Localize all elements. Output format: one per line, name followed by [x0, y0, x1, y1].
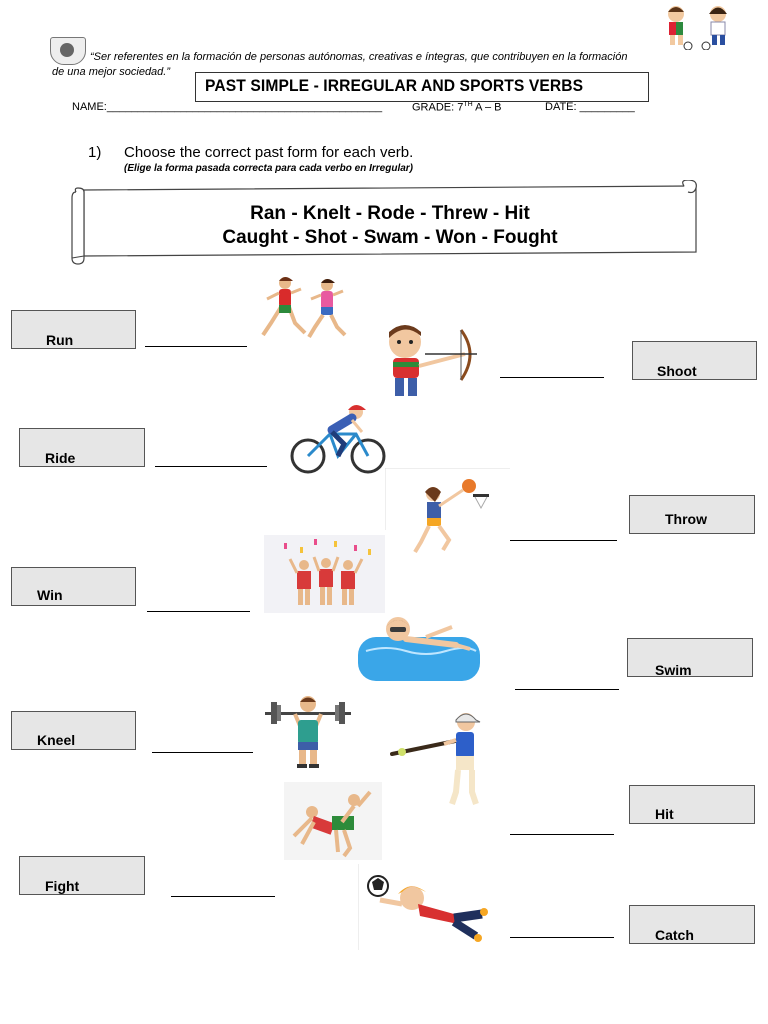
verb-box-shoot: Shoot: [632, 341, 757, 380]
exercise-number: 1): [88, 144, 102, 161]
winners-icon: [264, 535, 385, 613]
verb-box-ride: Ride: [19, 428, 145, 467]
answer-blank-run[interactable]: [145, 346, 247, 347]
answer-blank-fight[interactable]: [171, 896, 275, 897]
goalkeeper-icon: [358, 864, 488, 950]
exercise-instruction: Choose the correct past form for each ve…: [124, 144, 414, 161]
swimmer-icon: [358, 617, 480, 681]
title-box: [195, 72, 649, 102]
verb-box-swim: Swim: [627, 638, 753, 678]
answer-blank-ride[interactable]: [155, 466, 267, 467]
name-field: NAME:___________________________________…: [72, 101, 383, 113]
word-bank-scroll: [71, 180, 697, 265]
runners-icon: [261, 277, 347, 339]
verb-box-win: Win: [11, 567, 136, 606]
school-motto: “Ser referentes en la formación de perso…: [52, 51, 628, 78]
verb-box-fight: Fight: [19, 856, 145, 895]
word-bank-line-1: Ran - Knelt - Rode - Threw - Hit: [250, 203, 530, 224]
answer-blank-kneel[interactable]: [152, 752, 253, 753]
archer-icon: [389, 325, 477, 396]
verb-box-hit: Hit: [629, 785, 755, 824]
exercise-instruction-spanish: (Elige la forma pasada correcta para cad…: [124, 163, 414, 174]
worksheet-title: PAST SIMPLE - IRREGULAR AND SPORTS VERBS: [205, 76, 584, 95]
answer-blank-shoot[interactable]: [500, 377, 604, 378]
weightlifter-icon: [265, 696, 351, 768]
school-logo-icon: [50, 37, 86, 65]
verb-box-run: Run: [11, 310, 136, 349]
verb-box-catch: Catch: [629, 905, 755, 944]
verb-box-throw: Throw: [629, 495, 755, 534]
answer-blank-throw[interactable]: [510, 540, 617, 541]
word-bank-line-2: Caught - Shot - Swam - Won - Fought: [222, 227, 558, 248]
answer-blank-win[interactable]: [147, 611, 250, 612]
fighters-icon: [284, 782, 382, 860]
kids-soccer-icon: [668, 6, 727, 50]
answer-blank-hit[interactable]: [510, 834, 614, 835]
date-field: DATE: _________: [545, 101, 635, 113]
answer-blank-swim[interactable]: [515, 689, 619, 690]
grade-field: GRADE: 7TH A – B: [412, 101, 502, 114]
verb-box-kneel: Kneel: [11, 711, 136, 750]
baseball-batter-icon: [390, 713, 481, 805]
cyclist-icon: [290, 405, 386, 474]
basketball-player-icon: [385, 468, 510, 554]
answer-blank-catch[interactable]: [510, 937, 614, 938]
